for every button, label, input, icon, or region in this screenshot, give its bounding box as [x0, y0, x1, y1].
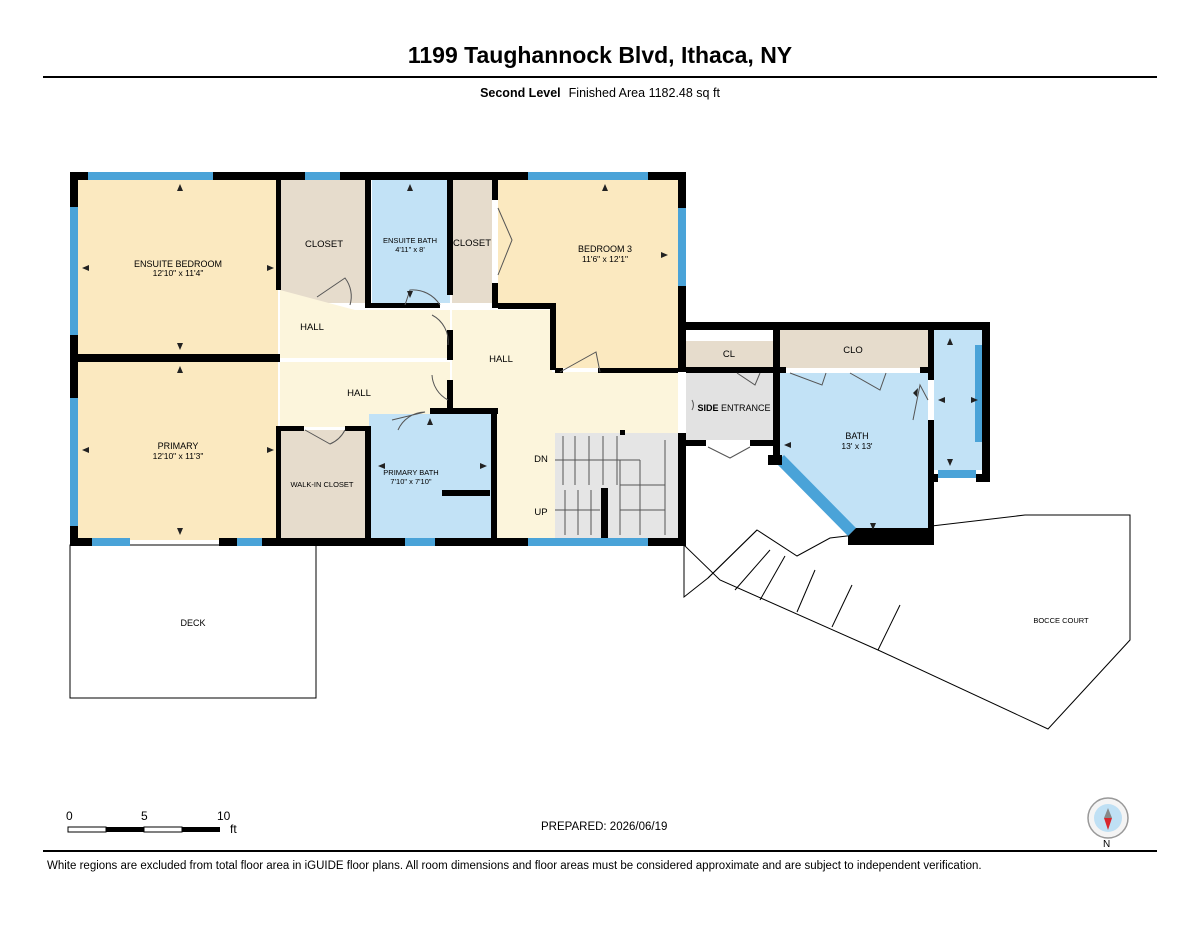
side-entrance-room [686, 373, 773, 440]
primary-dims: 12'10" x 11'3" [153, 451, 204, 461]
primary-bath-label: PRIMARY BATH [383, 468, 438, 477]
title-rule [43, 76, 1157, 78]
side-entrance-rest: ENTRANCE [719, 403, 771, 413]
prepared-date: PREPARED: 2026/06/19 [541, 821, 668, 833]
primary-label: PRIMARY [158, 441, 199, 451]
compass [1085, 796, 1131, 852]
hall-1-label: HALL [300, 322, 324, 333]
cl-room [686, 341, 773, 367]
hall-2-label: HALL [347, 388, 371, 399]
cl-label: CL [723, 349, 735, 360]
walls [70, 172, 990, 546]
hall-1-room [280, 290, 450, 358]
dimension-arrows [82, 184, 978, 535]
stairs-up-label: UP [534, 507, 547, 518]
deck-outline [69, 544, 317, 699]
side-entrance-label: SIDE ENTRANCE [697, 403, 770, 413]
closet-2-label: CLOSET [453, 238, 491, 249]
scale-unit: ft [230, 822, 237, 836]
hall-3-room [452, 310, 678, 540]
disclaimer: White regions are excluded from total fl… [47, 860, 982, 872]
closet-1-label: CLOSET [305, 239, 343, 250]
walk-in-closet-label: WALK-IN CLOSET [290, 480, 353, 489]
closet-1-room [280, 180, 368, 303]
primary-bath-dims: 7'10" x 7'10" [390, 477, 431, 486]
compass-north-label: N [1103, 839, 1111, 850]
plan-subtitle: Second Level Finished Area 1182.48 sq ft [0, 86, 1200, 100]
walk-in-closet-room [280, 430, 365, 540]
stair-post [620, 430, 625, 435]
primary-bath-room [369, 414, 491, 540]
bedroom-3-dims: 11'6" x 12'1" [582, 254, 628, 264]
ensuite-bedroom-dims: 12'10" x 11'4" [153, 268, 204, 278]
compass-icon [1087, 797, 1129, 839]
bath-room [780, 373, 928, 533]
plan-title: 1199 Taughannock Blvd, Ithaca, NY [407, 42, 793, 68]
closet-2-room [452, 180, 492, 303]
door-swings [304, 207, 929, 459]
ensuite-bath-dims: 4'11" x 8' [395, 245, 425, 254]
scale-label-5: 5 [141, 809, 148, 823]
side-entrance-bold: SIDE [697, 403, 718, 413]
outdoor-steps [707, 529, 901, 651]
stair-treads [555, 436, 666, 535]
footer-rule [43, 850, 1157, 852]
ensuite-bath-room [372, 180, 450, 303]
primary-room [78, 362, 278, 540]
bedroom-3-room [498, 180, 678, 368]
bath-dims: 13' x 13' [841, 441, 873, 451]
ensuite-bath-label: ENSUITE BATH [383, 236, 437, 245]
deck-label: DECK [180, 618, 205, 628]
ensuite-bedroom-label: ENSUITE BEDROOM [134, 259, 222, 269]
hall-3-label: HALL [489, 354, 513, 365]
bedroom-3-label: BEDROOM 3 [578, 244, 632, 254]
bath-label: BATH [845, 431, 868, 441]
stairs-down-label: DN [534, 454, 548, 465]
scale-bar [67, 826, 220, 833]
clo-room [780, 330, 928, 368]
level-label: Second Level [480, 86, 561, 100]
ensuite-bedroom-room [78, 180, 278, 358]
scale-label-0: 0 [66, 809, 73, 823]
scale-label-10: 10 [217, 809, 231, 823]
windows [70, 172, 983, 546]
stair-divider [601, 488, 608, 540]
clo-label: CLO [843, 345, 863, 356]
finished-area: Finished Area 1182.48 sq ft [568, 86, 720, 100]
bocce-court-label: BOCCE COURT [1033, 616, 1089, 625]
